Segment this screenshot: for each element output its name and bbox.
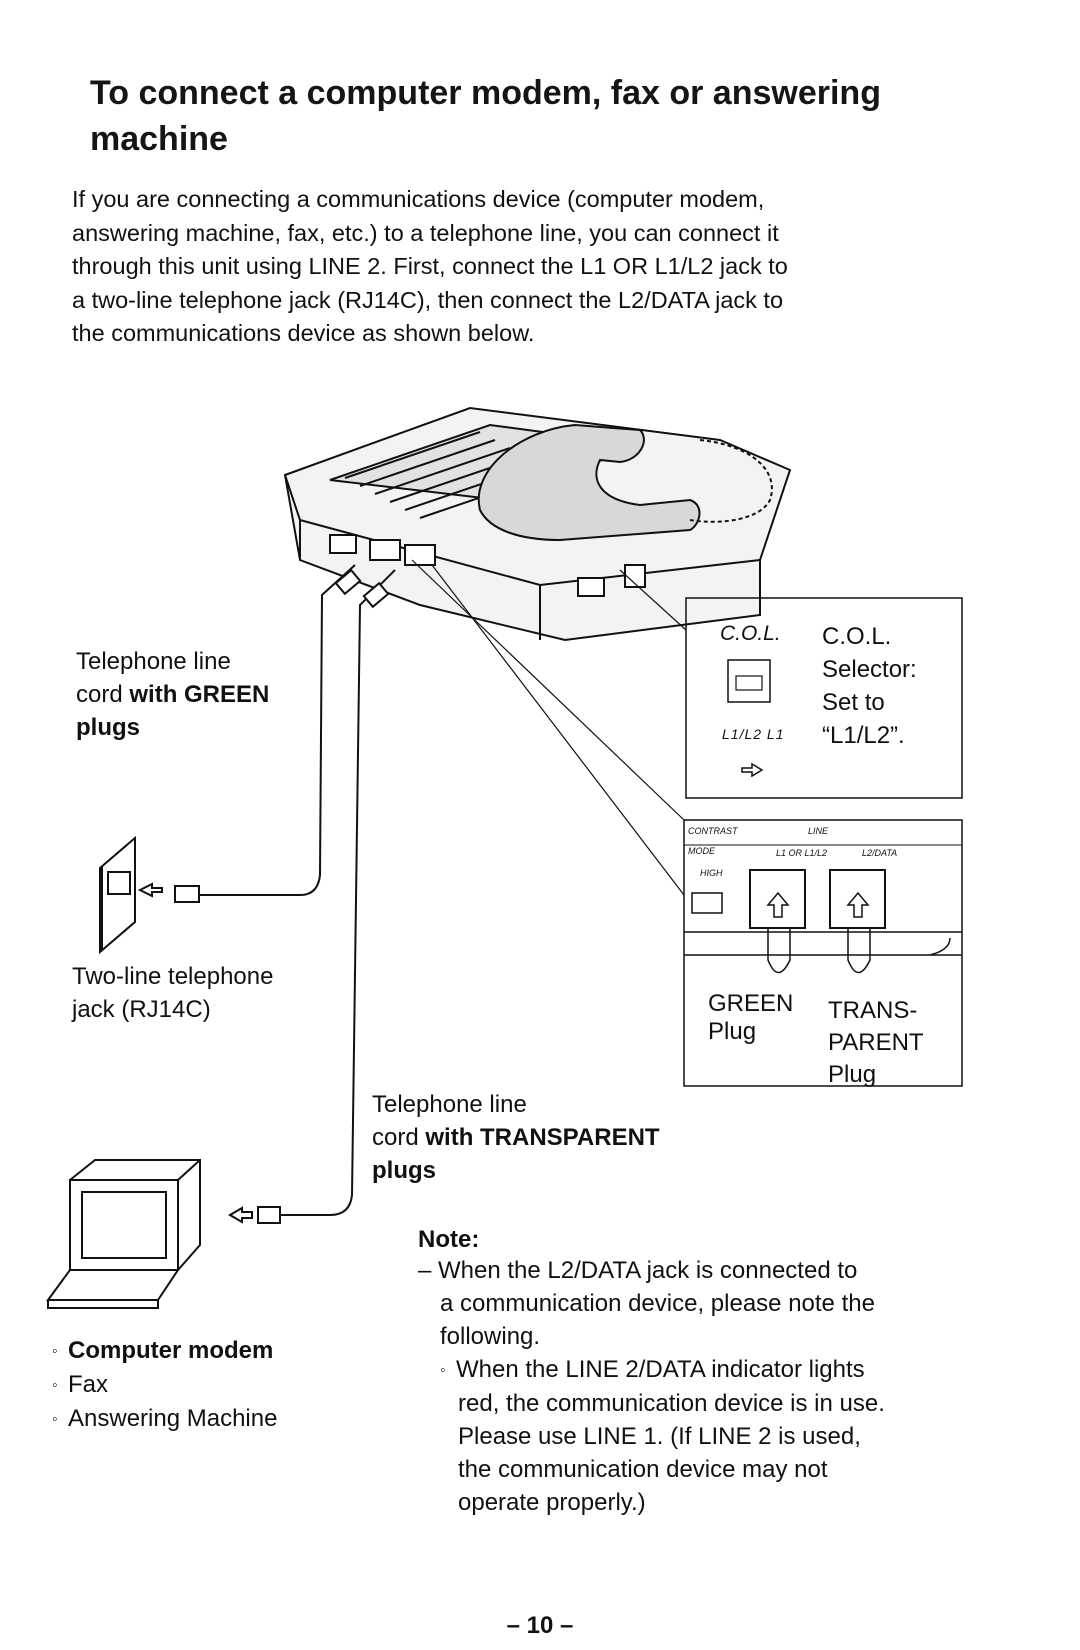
transparent-plug-line: TRANS- <box>828 997 918 1024</box>
note-line: red, the communication device is in use. <box>458 1390 885 1417</box>
panel-label: L1 OR L1/L2 <box>776 848 828 858</box>
note-line: Please use LINE 1. (If LINE 2 is used, <box>458 1423 861 1450</box>
col-line: “L1/L2”. <box>822 722 905 749</box>
transparent-cord-line-2: cord <box>372 1124 426 1151</box>
green-cord-line-2: cord <box>76 681 130 708</box>
note-line: the communication device may not <box>458 1456 828 1483</box>
green-plug-line: Plug <box>708 1018 757 1045</box>
transparent-cord-label: Telephone line cord with TRANSPARENT plu… <box>372 1088 660 1187</box>
note-line: When the LINE 2/DATA indicator lights <box>456 1356 865 1383</box>
green-cord-line-3: plugs <box>76 714 140 741</box>
wall-jack-icon <box>99 835 200 955</box>
list-item: ◦ Computer modem <box>52 1334 277 1368</box>
bullet-icon: ◦ <box>52 1411 58 1428</box>
panel-label: L2/DATA <box>862 848 898 858</box>
intro-paragraph: If you are connecting a communications d… <box>72 183 972 351</box>
panel-label: HIGH <box>700 868 723 878</box>
col-line: Set to <box>822 689 885 716</box>
bullet-icon: ◦ <box>52 1343 58 1360</box>
wall-jack-label: Two-line telephone jack (RJ14C) <box>72 960 273 1026</box>
wall-jack-line: Two-line telephone <box>72 963 274 990</box>
col-selector-note: C.O.L. Selector: Set to “L1/L2”. <box>822 620 917 752</box>
intro-line: a two-line telephone jack (RJ14C), then … <box>72 286 784 313</box>
device-item-label: Answering Machine <box>68 1405 278 1432</box>
note-line: following. <box>440 1323 541 1350</box>
transparent-plug-label: TRANS- PARENT Plug <box>828 995 924 1091</box>
panel-label: CONTRAST <box>688 826 738 836</box>
green-cord-label: Telephone line cord with GREEN plugs <box>76 645 269 744</box>
note-line: operate properly.) <box>458 1489 646 1516</box>
note-section: Note: – When the L2/DATA jack is connect… <box>418 1226 885 1519</box>
transparent-cord-line-1: Telephone line <box>372 1091 527 1118</box>
green-plug-line: GREEN <box>708 990 794 1017</box>
list-item: ◦ Answering Machine <box>52 1402 277 1436</box>
col-small-label: C.O.L. <box>720 622 781 645</box>
intro-line: If you are connecting a communications d… <box>72 186 765 212</box>
page-title: To connect a computer modem, fax or answ… <box>90 70 990 162</box>
title-line-1: To connect a computer modem, fax or answ… <box>90 74 881 112</box>
transparent-cord-bold: with TRANSPARENT <box>425 1124 660 1151</box>
device-list: ◦ Computer modem ◦ Fax ◦ Answering Machine <box>52 1334 277 1436</box>
green-cord-line <box>200 564 356 896</box>
bullet-icon: ◦ <box>440 1362 446 1379</box>
intro-line: through this unit using LINE 2. First, c… <box>72 253 788 279</box>
note-line: a communication device, please note the <box>440 1290 875 1317</box>
panel-label: MODE <box>688 846 715 856</box>
col-line: C.O.L. <box>822 623 892 650</box>
note-heading: Note: <box>418 1226 480 1253</box>
intro-line: the communications device as shown below… <box>72 320 535 346</box>
device-item-label: Computer modem <box>68 1337 274 1364</box>
note-line: – When the L2/DATA jack is connected to <box>418 1257 858 1284</box>
green-cord-line-1: Telephone line <box>76 648 231 675</box>
transparent-cord-line-3: plugs <box>372 1157 436 1184</box>
list-item: ◦ Fax <box>52 1368 277 1402</box>
col-line: Selector: <box>822 656 917 683</box>
transparent-cord-line <box>278 569 396 1216</box>
telephone-base-illustration <box>283 406 792 642</box>
bullet-icon: ◦ <box>52 1377 58 1394</box>
transparent-plug-line: Plug <box>828 1061 877 1088</box>
computer-icon <box>46 1159 281 1309</box>
page-number: – 10 – <box>506 1612 574 1639</box>
col-port-labels: L1/L2 L1 <box>722 726 785 742</box>
wall-jack-line: jack (RJ14C) <box>72 996 211 1023</box>
device-item-label: Fax <box>68 1371 109 1398</box>
intro-line: answering machine, fax, etc.) to a telep… <box>72 219 779 246</box>
green-plug-label: GREEN Plug <box>708 990 793 1046</box>
title-line-2: machine <box>90 120 228 158</box>
green-cord-bold: with GREEN <box>129 681 270 708</box>
panel-label: LINE <box>808 826 829 836</box>
transparent-plug-line: PARENT <box>828 1029 924 1056</box>
